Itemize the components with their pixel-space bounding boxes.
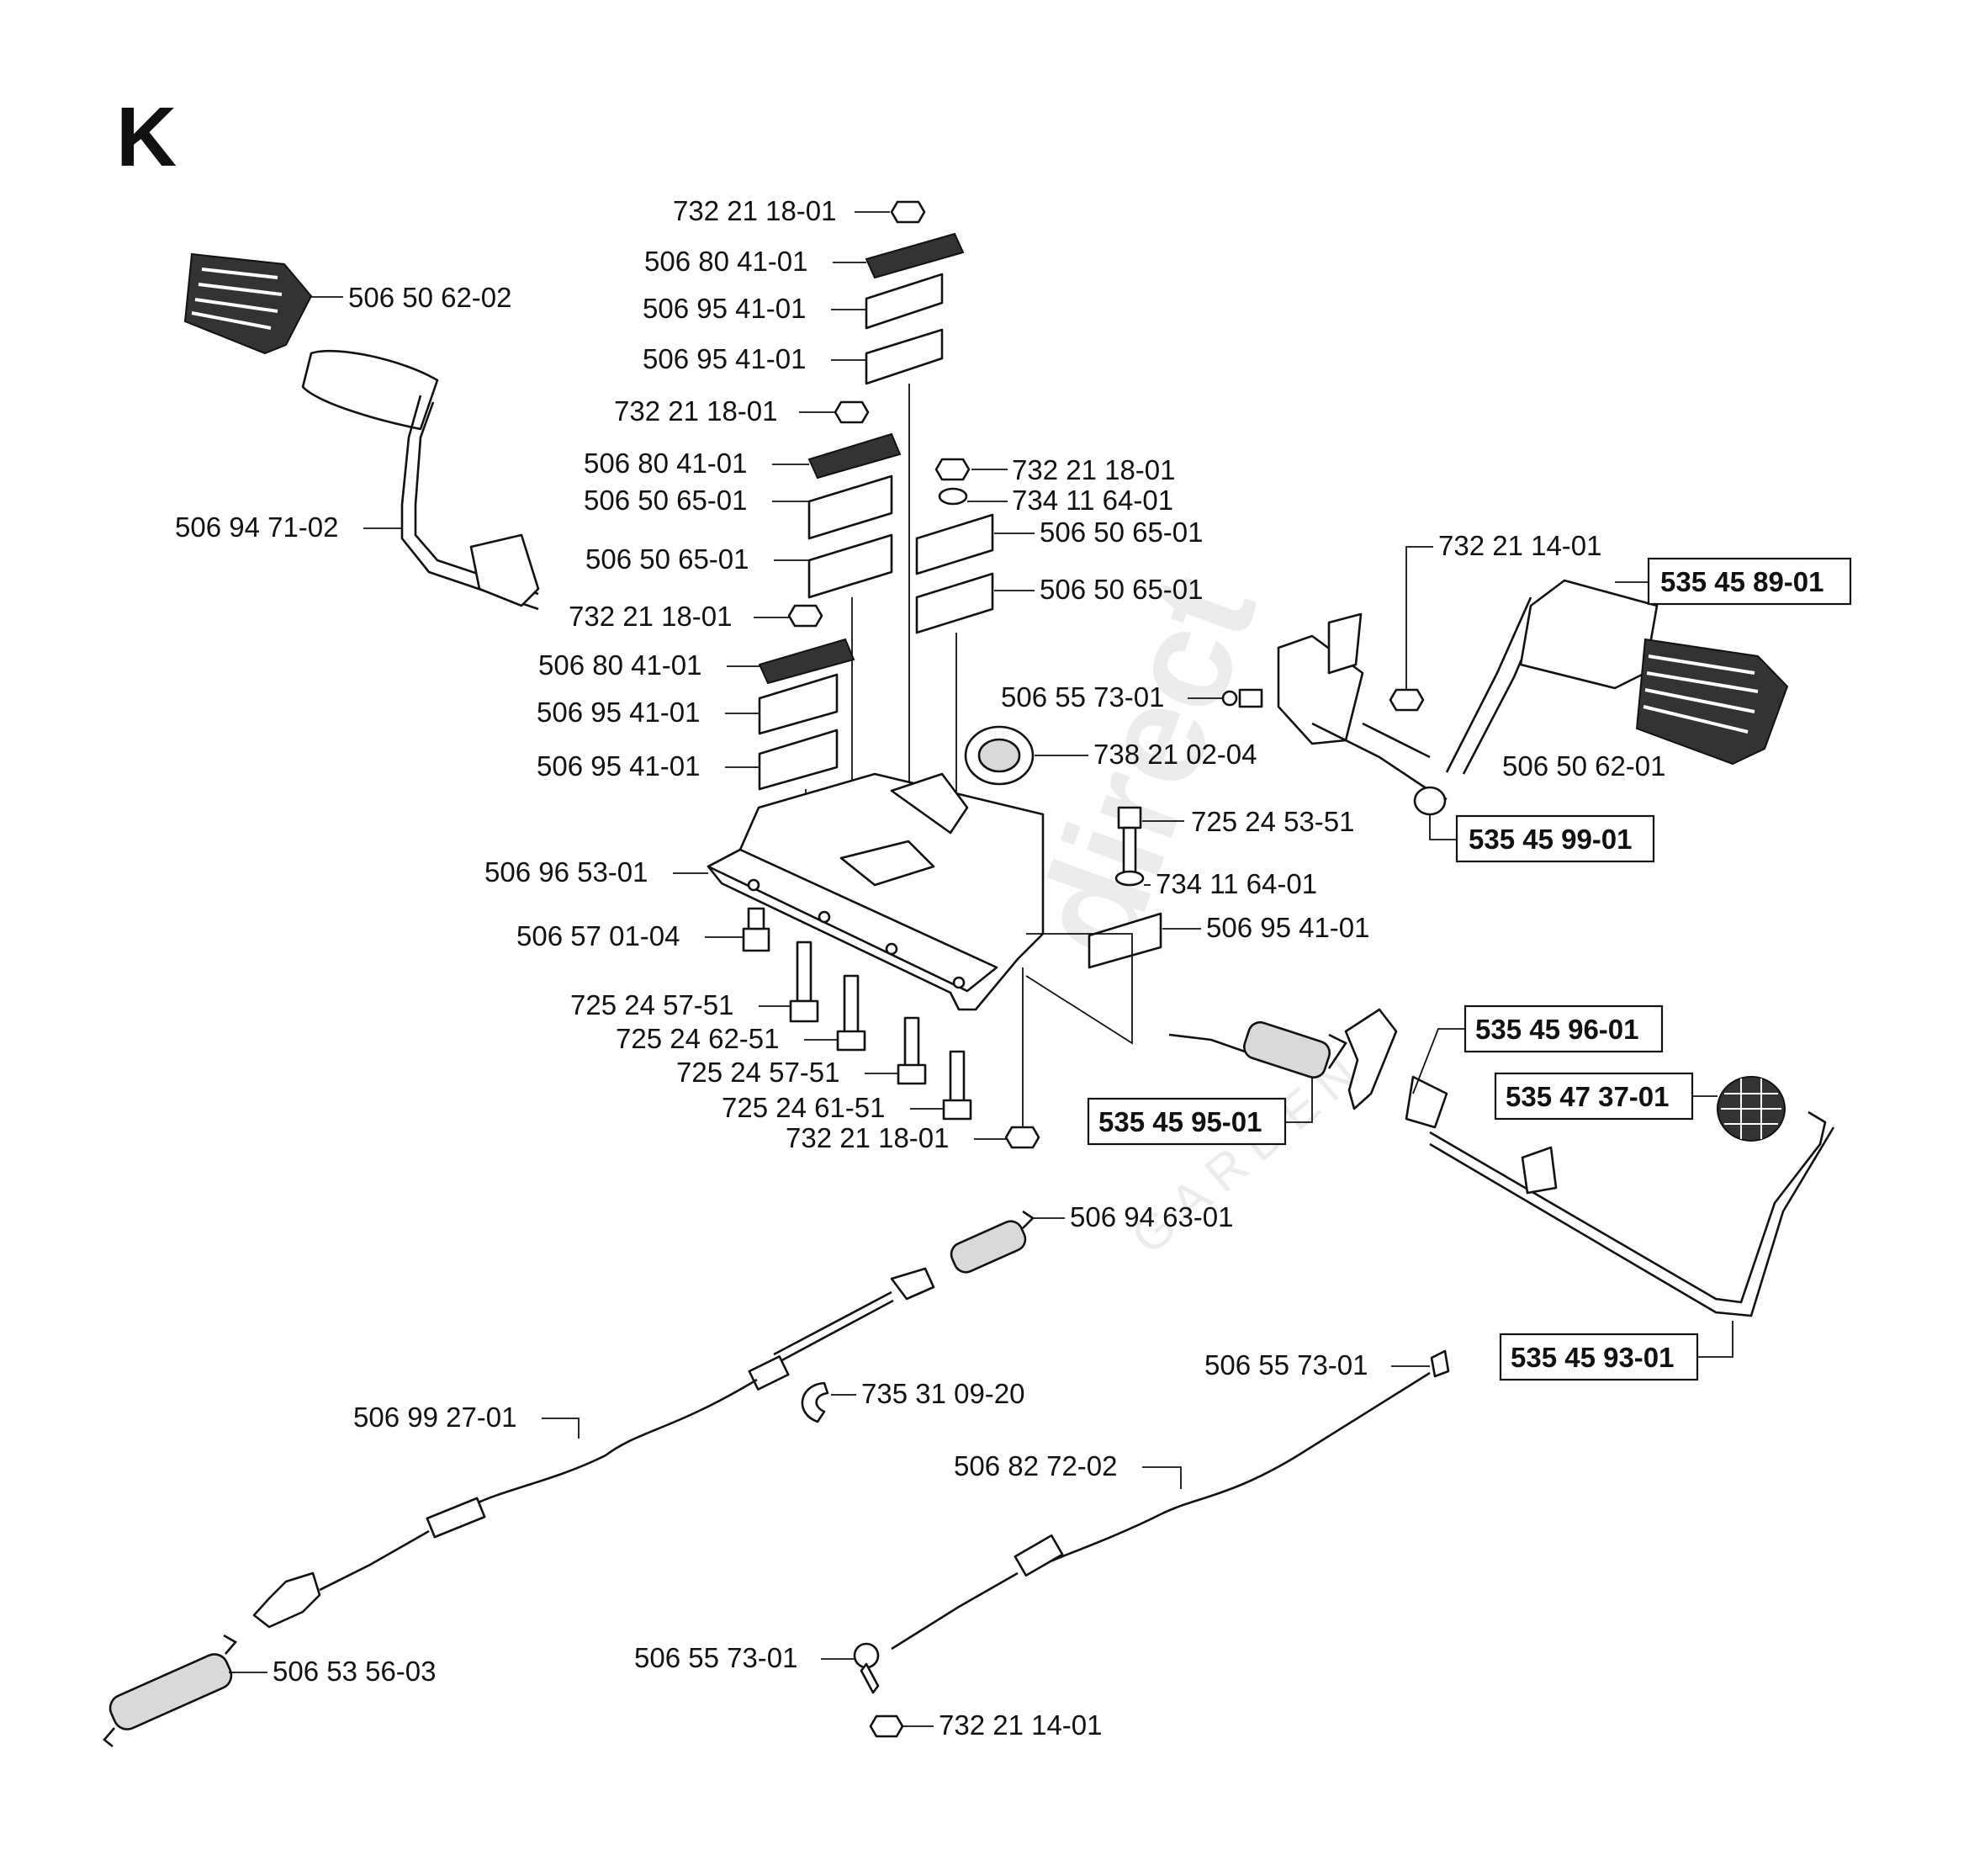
box-spring [1087,1097,1287,1146]
label-cable-left: 506 99 27-01 [353,1402,517,1433]
bolt-d [942,1050,972,1121]
nut-bottom [1004,967,1040,1149]
box-shaft-right [1455,814,1655,863]
label-pedal-pad-left: 506 50 62-02 [348,282,512,313]
cable-left [252,1267,935,1629]
label-bolt-flange: 506 57 01-04 [516,920,680,951]
cable-right [853,1349,1450,1694]
guide-line [1025,933,1133,1045]
label-bracket-box: 535 45 96-01 [1475,1014,1639,1045]
label-spring-box: 535 45 95-01 [1098,1106,1262,1137]
bolt-b [836,974,866,1052]
label-plate-top-1: 506 80 41-01 [644,246,808,277]
label-bolt-725-53: 725 24 53-51 [1191,806,1355,837]
left-pedal-assembly: 506 50 62-02 506 94 71-02 [175,252,540,611]
stack-mid-left [807,400,902,808]
label-balljoint-top: 506 55 73-01 [1204,1349,1368,1381]
bolt-c [897,1016,927,1085]
label-block-top-1a: 506 95 41-01 [643,293,807,324]
label-plate-top-2: 506 80 41-01 [584,448,748,479]
label-block-right-3a: 506 50 65-01 [1040,517,1204,548]
bolt-pivot [1221,688,1263,708]
label-block-right-3b: 506 50 65-01 [1040,574,1204,605]
label-block-left-4a: 506 95 41-01 [537,697,701,728]
label-nut-bottom: 732 21 18-01 [786,1122,950,1153]
spring-large [103,1634,238,1748]
nut-icon [890,200,926,224]
right-pedal-assembly [1277,596,1548,816]
label-washer-734-b: 734 11 64-01 [1156,868,1317,899]
bracket-right [1344,1008,1448,1129]
plate-icon [865,232,965,279]
label-nut-left-4: 732 21 18-01 [569,601,733,632]
nut-lock-right [1389,688,1425,712]
label-balljoint-bottom: 506 55 73-01 [634,1642,798,1673]
bushing [964,725,1035,786]
base-plate [707,772,1045,1011]
nut-bottom-right [869,1714,904,1738]
label-bolt-pivot: 506 55 73-01 [1001,681,1165,713]
label-bolt-61: 725 24 61-51 [722,1092,886,1123]
label-nut-right-3: 732 21 18-01 [1012,454,1176,485]
pedal-pad-right [1519,579,1789,766]
label-bolt-57-b: 725 24 57-51 [676,1057,840,1088]
pedal-arm-left [301,349,540,611]
pedal-pad-left [183,252,313,355]
rod-long [1429,1110,1835,1317]
box-bracket [1464,1004,1664,1053]
label-rod-box: 535 45 93-01 [1511,1342,1675,1373]
box-rod [1499,1333,1699,1381]
label-bushing: 738 21 02-04 [1093,739,1257,770]
spring-small [950,1210,1035,1274]
block-icon [865,273,944,330]
label-pedal-arm-left: 506 94 71-02 [175,511,339,543]
label-cable-right: 506 82 72-02 [954,1450,1118,1481]
label-block-single: 506 95 41-01 [1206,912,1370,943]
label-block-top-1b: 506 95 41-01 [643,343,807,374]
label-clip: 735 31 09-20 [861,1378,1025,1409]
label-block-mid-2a: 506 50 65-01 [584,485,748,516]
label-nut-lock-right: 732 21 14-01 [1438,530,1602,561]
bolt-a [789,941,819,1023]
label-nut-top-1: 732 21 18-01 [673,195,837,226]
label-shaft-right-box: 535 45 99-01 [1469,824,1633,855]
box-knob [1494,1072,1694,1121]
label-plate-left-4: 506 80 41-01 [538,649,702,681]
bolt-vertical [1088,806,1162,969]
label-nut-top-2: 732 21 18-01 [614,395,778,427]
stack-left-lower [758,604,855,845]
spring-main [1168,1020,1347,1079]
flange-bolt [742,907,770,952]
block-icon [865,328,944,385]
label-base-plate: 506 96 53-01 [484,856,648,888]
label-pedal-pad-right: 506 50 62-01 [1502,750,1666,782]
label-spring-small: 506 94 63-01 [1070,1201,1234,1232]
label-washer-right-3: 734 11 64-01 [1012,485,1173,516]
label-block-mid-2b: 506 50 65-01 [585,543,749,575]
label-bolt-62: 725 24 62-51 [616,1023,780,1054]
section-letter: K [116,90,177,184]
label-block-left-4b: 506 95 41-01 [537,750,701,782]
knob [1717,1076,1786,1142]
clip [801,1381,829,1423]
label-bolt-57-a: 725 24 57-51 [570,989,734,1020]
label-nut-bottom-right: 732 21 14-01 [939,1709,1103,1741]
label-spring-large: 506 53 56-03 [273,1656,437,1687]
label-pedal-right-box: 535 45 89-01 [1660,566,1824,597]
label-knob-box: 535 47 37-01 [1506,1081,1670,1112]
box-pedal-right [1647,557,1852,606]
